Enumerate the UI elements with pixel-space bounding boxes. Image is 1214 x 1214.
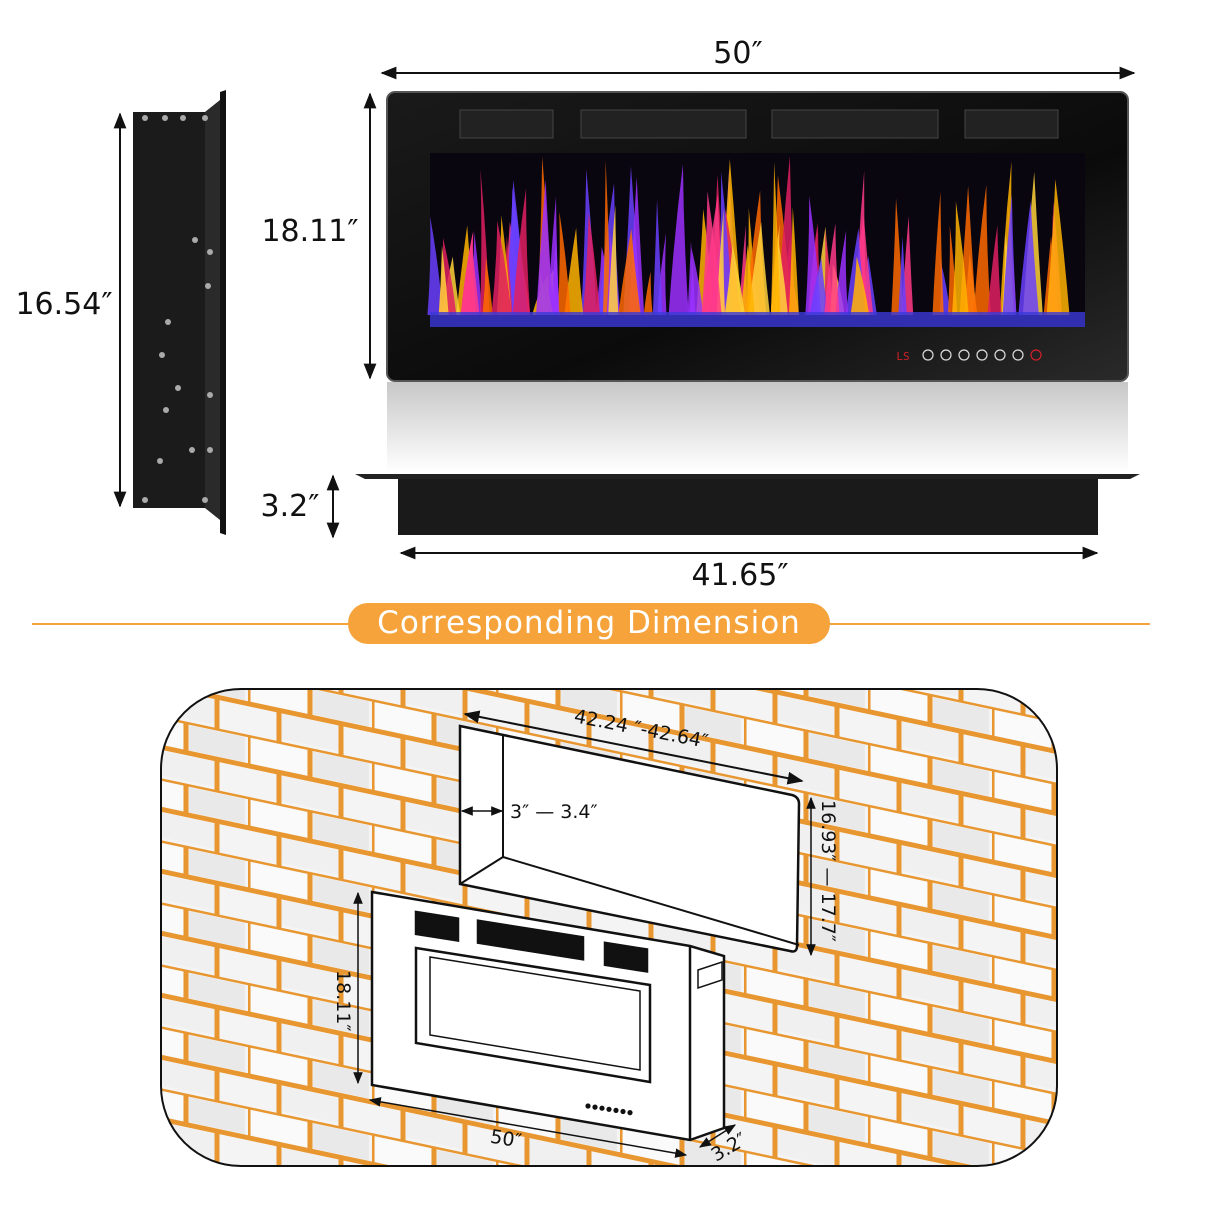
unit-button [592,1104,598,1110]
height-label: 18.11″ [261,214,358,249]
unit-button [606,1106,612,1112]
vent-grille [580,109,747,139]
control-panel [922,349,1042,361]
brightness-icon[interactable] [1012,349,1024,361]
depth-label: 3.2″ [261,489,320,524]
screw [180,115,186,121]
flame [536,179,554,315]
screw [175,385,181,391]
flame-icon[interactable] [958,349,970,361]
timer-icon[interactable] [940,349,952,361]
screw [202,115,208,121]
flame [788,206,799,315]
vent-grille [459,109,554,139]
flame [701,190,722,315]
flame [809,257,829,315]
flame [491,220,512,315]
unit-height-label: 18.11″ [332,970,354,1032]
flame [618,228,641,315]
section-banner-label: Corresponding Dimension [377,605,801,641]
screw [207,392,213,398]
unit-width-label: 50″ [489,1126,523,1153]
flame [987,225,1002,315]
flame [438,245,449,315]
flame [652,199,663,315]
unit-button [620,1108,626,1115]
power-icon[interactable] [1030,349,1042,361]
flame [973,184,991,315]
install-panel-frame [160,688,1058,1167]
flame-effect [427,156,1070,315]
screw [205,283,211,289]
recess-height-label: 16.93″ — 17.7″ [817,800,839,942]
screw [189,447,195,453]
screw [163,407,169,413]
unit-button [599,1105,605,1111]
fireplace-top-view [355,474,1140,535]
screw [162,115,168,121]
screw [165,319,171,325]
flame [747,221,770,315]
flame [564,227,584,315]
flame [770,161,781,315]
screw [142,115,148,121]
screw [207,447,213,453]
reflection [387,382,1128,472]
screw [159,352,165,358]
screw [142,497,148,503]
screw [207,249,213,255]
fireplace-unit-drawing [370,890,726,1142]
flame [932,191,944,315]
flame [740,244,755,315]
flame [1018,200,1039,315]
fireplace-side-view [133,90,226,535]
unit-button [627,1110,633,1116]
flame [824,223,840,315]
unit-button [585,1103,591,1109]
control-display: LS [896,350,909,363]
crystal-bed [430,312,1085,327]
unit-depth-arrow [698,1124,737,1148]
heat-icon[interactable] [976,349,988,361]
recess-width-arrow [463,710,804,785]
flame [608,204,619,315]
flame [582,212,601,315]
fireplace-front-view [386,91,1129,382]
vent-grille [964,109,1059,139]
vent-grille [771,109,939,139]
side-height-label: 16.54″ [15,287,112,322]
flame [427,216,443,315]
screw [202,497,208,503]
flame [482,257,493,315]
flame [898,236,907,315]
box-width-label: 41.65″ [691,558,788,593]
unit-width-arrow [368,1097,688,1158]
width-label: 50″ [713,36,762,71]
flame [512,188,531,315]
section-banner [348,603,830,644]
flame [1002,194,1017,315]
flame [1046,179,1070,315]
flame [687,240,696,315]
light-icon[interactable] [922,349,934,361]
flame [835,230,849,315]
screw [157,458,163,464]
flame [668,164,689,315]
unit-button [613,1107,619,1113]
flame [952,201,969,315]
flame [557,211,571,315]
screw [192,237,198,243]
flame [724,244,746,315]
flame [850,256,870,315]
recess-depth-label: 3″ — 3.4″ [510,801,598,823]
flame [643,271,653,315]
flame [463,244,480,315]
color-icon[interactable] [994,349,1006,361]
